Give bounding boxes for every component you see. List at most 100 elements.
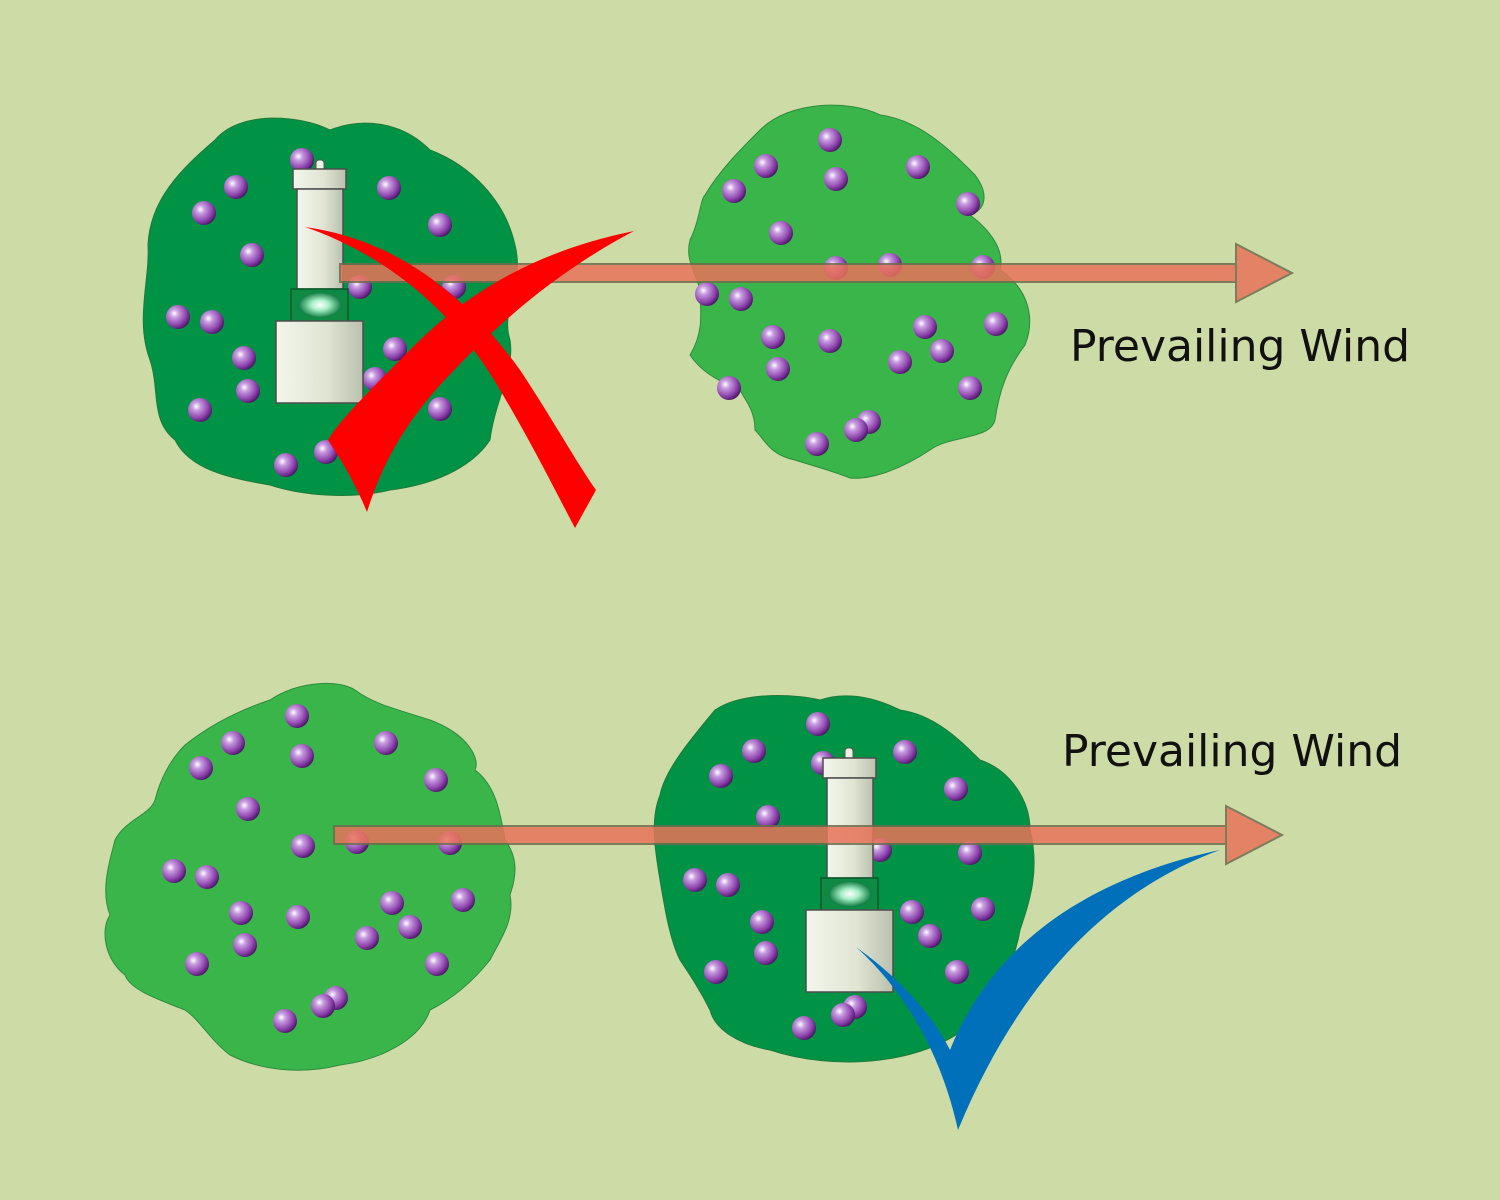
nozzle-glow [828,881,872,907]
berry [195,865,219,889]
berry [754,154,778,178]
berries-dark-top [166,148,466,477]
berry [383,337,407,361]
berries-light-top [695,128,1008,456]
panel-top: Prevailing Wind [142,104,1410,528]
wind-arrow-head [1235,242,1295,304]
berry [750,910,774,934]
berry [984,312,1008,336]
panel-bottom: Prevailing Wind [104,682,1402,1130]
berry [717,376,741,400]
berry [451,888,475,912]
berry [290,148,314,172]
berry [185,952,209,976]
berry [236,797,260,821]
berry [900,900,924,924]
berry [355,926,379,950]
berry [756,805,780,829]
berry [162,859,186,883]
blue-checkmark-icon [856,850,1220,1130]
berry [274,453,298,477]
berry [818,329,842,353]
berry [742,739,766,763]
berry [769,221,793,245]
berry [945,960,969,984]
berry [956,192,980,216]
berry [944,777,968,801]
berries-dark-bottom [683,712,995,1040]
sprinkler-top-cap [292,168,347,190]
berry [233,933,257,957]
berry [377,176,401,200]
berry [380,891,404,915]
berry [761,325,785,349]
berry [285,704,309,728]
berry [236,379,260,403]
wind-arrow-shaft [339,263,1239,283]
berry [729,287,753,311]
berry [314,440,338,464]
berry [792,1016,816,1040]
bush-light-bottom [104,682,516,1071]
wind-arrow-head [1225,804,1285,866]
berry [189,756,213,780]
berry [716,873,740,897]
berry [709,764,733,788]
berry [906,155,930,179]
sprinkler-base [275,320,364,404]
berry [398,915,422,939]
berry [824,167,848,191]
berry [831,1003,855,1027]
berry [704,960,728,984]
berry [286,905,310,929]
berry [722,179,746,203]
berry [229,901,253,925]
wind-arrow-shaft [333,825,1229,845]
berry [754,941,778,965]
berry [428,397,452,421]
berry [918,924,942,948]
berry [290,744,314,768]
red-x-icon [305,227,634,528]
berry [930,339,954,363]
berry [695,282,719,306]
berry [224,175,248,199]
berry [311,994,335,1018]
x-stroke-1 [305,227,596,528]
berry [240,243,264,267]
berry [971,897,995,921]
berry [425,952,449,976]
sprinkler-base [805,909,894,993]
nozzle-glow [298,292,342,318]
berry [893,740,917,764]
berry [200,310,224,334]
wind-label-top: Prevailing Wind [1070,321,1410,372]
wind-label-bottom: Prevailing Wind [1062,726,1402,777]
berry [424,768,448,792]
berry [291,834,315,858]
berry [958,841,982,865]
berry [428,213,452,237]
berry [805,432,829,456]
berry [806,712,830,736]
berry [232,346,256,370]
berry [273,1009,297,1033]
berry [888,350,912,374]
berry [683,868,707,892]
berries-light-bottom [162,704,475,1033]
berry [818,128,842,152]
sprinkler-head-top [275,159,364,404]
x-stroke-2 [328,231,634,512]
sprinkler-top-cap [822,757,877,779]
berry [766,357,790,381]
wind-arrow-bottom [333,804,1285,866]
berry [188,398,212,422]
berry [913,315,937,339]
berry [958,376,982,400]
berry [221,731,245,755]
berry [374,731,398,755]
berry [166,305,190,329]
berry [844,418,868,442]
berry [192,201,216,225]
